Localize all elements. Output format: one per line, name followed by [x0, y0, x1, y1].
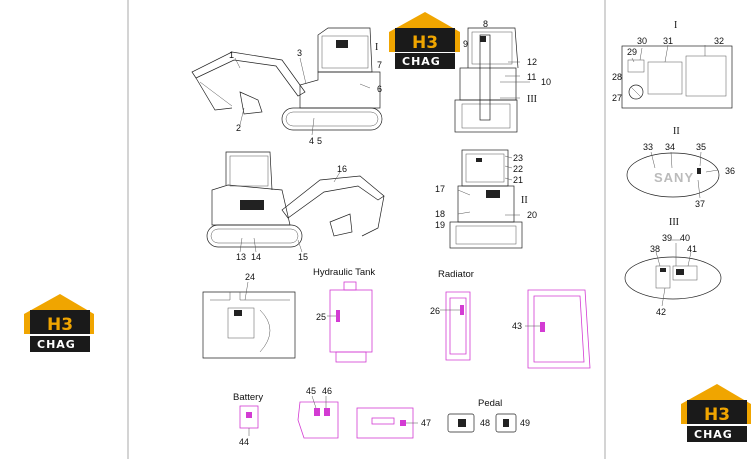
callout-7: 7: [377, 60, 382, 70]
hydraulic-tank-drawing: [327, 281, 373, 363]
radiator-drawing: [440, 291, 471, 361]
callout-25: 25: [316, 312, 326, 322]
pedal-title: Pedal: [478, 398, 502, 409]
callout-6: 6: [377, 84, 382, 94]
callout-42: 42: [656, 307, 666, 317]
callout-31: 31: [663, 36, 673, 46]
callout-26: 26: [430, 306, 440, 316]
callout-5: 5: [317, 136, 322, 146]
callout-19: 19: [435, 220, 445, 230]
callout-29: 29: [627, 47, 637, 57]
callout-17: 17: [435, 184, 445, 194]
logo-left-word: CHAG: [37, 338, 76, 351]
callout-40: 40: [680, 233, 690, 243]
callout-49: 49: [520, 418, 530, 428]
excavator-side-view-left: [191, 27, 383, 136]
logo-top: [389, 12, 460, 69]
logo-top-word: CHAG: [402, 55, 441, 68]
callout-24: 24: [245, 272, 255, 282]
excavator-rear-view: [449, 149, 523, 249]
callout-47: 47: [421, 418, 431, 428]
callout-14: 14: [251, 252, 261, 262]
callout-10: 10: [541, 77, 551, 87]
excavator-side-view-right: [206, 151, 385, 253]
radiator-title: Radiator: [438, 269, 474, 280]
cab-door-drawing: [525, 289, 591, 369]
callout-1: 1: [229, 50, 234, 60]
excavator-front-view: [454, 27, 530, 133]
callout-46: 46: [322, 386, 332, 396]
callout-3: 3: [297, 48, 302, 58]
callout-20: 20: [527, 210, 537, 220]
detail-marker-i: I: [674, 20, 677, 31]
callout-44: 44: [239, 437, 249, 447]
logo-bottom-mark: H3: [704, 405, 730, 425]
detail-marker-i-left: I: [375, 42, 378, 53]
callout-16: 16: [337, 164, 347, 174]
detail-marker-ii: II: [673, 126, 680, 137]
callout-8: 8: [483, 19, 488, 29]
callout-23: 23: [513, 153, 523, 163]
detail-ii-panel: [626, 151, 720, 199]
battery-drawing: [239, 405, 259, 436]
detail-marker-iii: III: [669, 217, 679, 228]
callout-22: 22: [513, 164, 523, 174]
callout-32: 32: [714, 36, 724, 46]
callout-13: 13: [236, 252, 246, 262]
detail-iii-panel: [624, 243, 722, 307]
callout-45: 45: [306, 386, 316, 396]
callout-36: 36: [725, 166, 735, 176]
callout-11: 11: [527, 72, 536, 82]
control-box-drawing: [297, 395, 339, 439]
callout-9: 9: [463, 39, 468, 49]
callout-28: 28: [612, 72, 622, 82]
callout-4: 4: [309, 136, 314, 146]
logo-bottom-right: [681, 384, 751, 442]
pedal-drawing: [447, 413, 517, 433]
callout-43: 43: [512, 321, 522, 331]
detail-marker-iii-front: III: [527, 94, 537, 105]
callout-18: 18: [435, 209, 445, 219]
floor-plate-drawing: [356, 407, 418, 439]
callout-15: 15: [298, 252, 308, 262]
callout-48: 48: [480, 418, 490, 428]
logo-left: [24, 294, 94, 352]
callout-30: 30: [637, 36, 647, 46]
engine-hood-detail: [202, 281, 296, 359]
callout-39: 39: [662, 233, 672, 243]
callout-38: 38: [650, 244, 660, 254]
callout-12: 12: [527, 57, 537, 67]
callout-33: 33: [643, 142, 653, 152]
callout-2: 2: [236, 123, 241, 133]
hydraulic-tank-title: Hydraulic Tank: [313, 267, 375, 278]
callout-27: 27: [612, 93, 622, 103]
logo-left-mark: H3: [47, 315, 73, 335]
detail-marker-ii-rear: II: [521, 195, 528, 206]
logo-bottom-word: CHAG: [694, 428, 733, 441]
battery-title: Battery: [233, 392, 263, 403]
callout-41: 41: [687, 244, 697, 254]
callout-35: 35: [696, 142, 706, 152]
callout-37: 37: [695, 199, 705, 209]
callout-21: 21: [513, 175, 523, 185]
logo-top-mark: H3: [412, 33, 438, 53]
detail-i-panel: [621, 44, 733, 109]
sany-brand-text: SANY: [654, 170, 694, 185]
callout-34: 34: [665, 142, 675, 152]
